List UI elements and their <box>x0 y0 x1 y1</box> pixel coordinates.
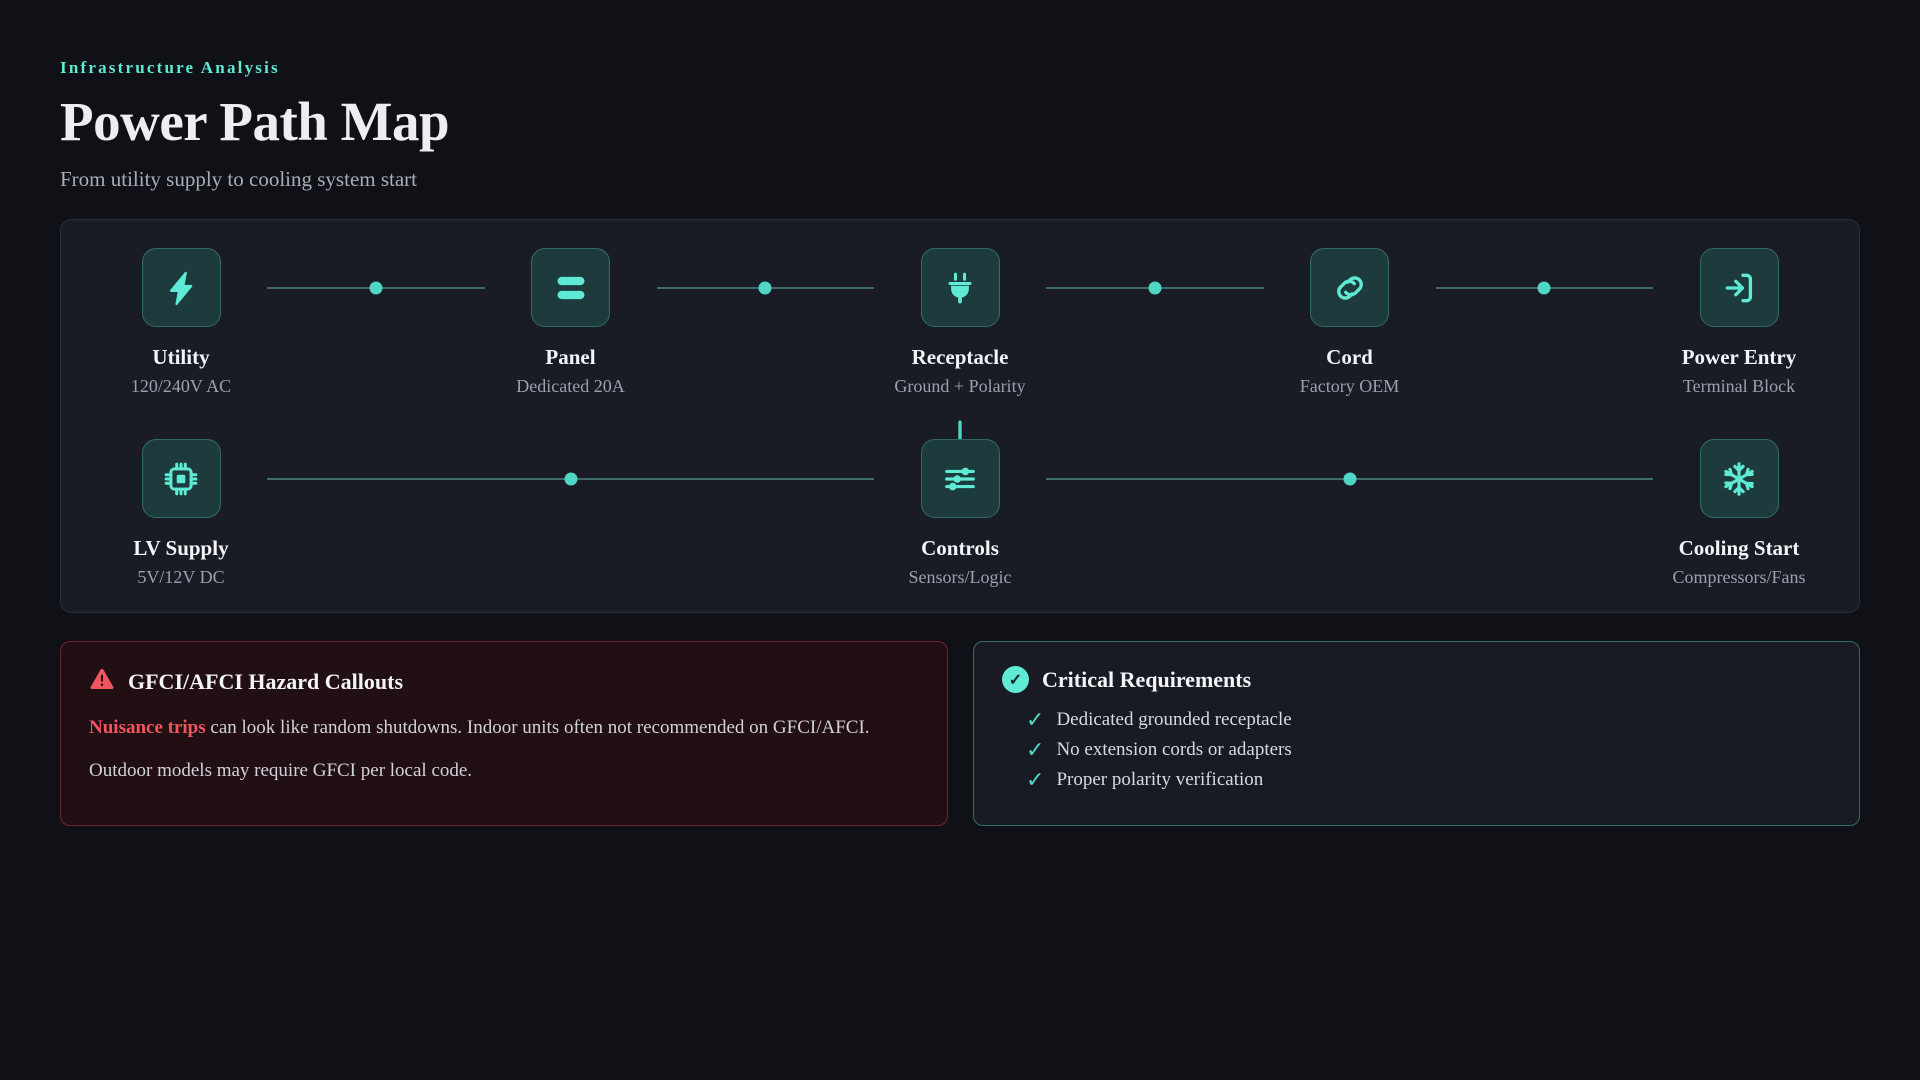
list-item: ✓ Dedicated grounded receptacle <box>1026 709 1831 731</box>
requirements-card-header: ✓ Critical Requirements <box>1002 666 1831 694</box>
link-chain-icon <box>1331 269 1369 307</box>
check-icon: ✓ <box>1026 707 1045 733</box>
page-header: Infrastructure Analysis Power Path Map F… <box>60 58 1860 192</box>
hazard-line-1: Nuisance trips can look like random shut… <box>89 713 919 742</box>
sliders-icon <box>941 460 979 498</box>
node-label: LV Supply <box>133 536 229 561</box>
connector-dot <box>1537 281 1551 295</box>
server-rack-icon <box>552 269 590 307</box>
flow-node-cooling-start[interactable]: Cooling Start Compressors/Fans <box>1653 439 1825 588</box>
flow-node-utility[interactable]: Utility 120/240V AC <box>95 248 267 397</box>
node-sublabel: Terminal Block <box>1682 376 1796 397</box>
requirement-text: No extension cords or adapters <box>1056 739 1292 761</box>
requirements-card-title: Critical Requirements <box>1042 666 1252 692</box>
lv-supply-tile <box>141 439 221 519</box>
connector-lv-supply-controls <box>267 439 874 518</box>
connector-receptacle-cord <box>1046 248 1264 327</box>
panel-tile <box>531 248 610 328</box>
flow-node-panel[interactable]: Panel Dedicated 20A <box>485 248 657 397</box>
hazard-callouts-card: GFCI/AFCI Hazard Callouts Nuisance trips… <box>60 641 948 827</box>
node-label: Cord <box>1326 345 1373 370</box>
flow-node-power-entry[interactable]: Power Entry Terminal Block <box>1653 248 1825 397</box>
node-sublabel: 5V/12V DC <box>137 567 225 588</box>
flow-node-controls[interactable]: Controls Sensors/Logic <box>874 439 1046 588</box>
check-icon: ✓ <box>1026 767 1045 793</box>
log-in-arrow-icon <box>1720 269 1758 307</box>
flow-row-upstream: Utility 120/240V AC <box>95 248 1825 455</box>
cpu-chip-icon <box>162 460 200 498</box>
receptacle-tile <box>920 248 1000 328</box>
page-title: Power Path Map <box>60 91 450 152</box>
power-entry-tile <box>1699 248 1779 328</box>
requirements-list: ✓ Dedicated grounded receptacle ✓ No ext… <box>1002 709 1831 791</box>
node-sublabel: Dedicated 20A <box>516 376 625 397</box>
node-label: Power Entry <box>1681 345 1797 370</box>
connector-dot <box>564 472 577 486</box>
flow-node-cord[interactable]: Cord Factory OEM <box>1264 248 1436 397</box>
hazard-line-2: Outdoor models may require GFCI per loca… <box>89 759 473 781</box>
snowflake-icon <box>1720 460 1758 498</box>
hazard-card-header: GFCI/AFCI Hazard Callouts <box>89 666 919 697</box>
plug-icon <box>941 269 979 307</box>
bottom-cards: GFCI/AFCI Hazard Callouts Nuisance trips… <box>60 641 1860 827</box>
hazard-line-1-rest: can look like random shutdowns. Indoor u… <box>205 717 870 739</box>
requirement-text: Proper polarity verification <box>1056 769 1264 791</box>
connector-dot <box>1148 281 1162 295</box>
node-label: Utility <box>152 345 210 370</box>
flow-row-downstream: LV Supply 5V/12V DC <box>95 439 1825 588</box>
list-item: ✓ No extension cords or adapters <box>1026 739 1831 761</box>
warning-triangle-icon <box>89 666 115 697</box>
node-label: Panel <box>545 345 596 370</box>
list-item: ✓ Proper polarity verification <box>1026 769 1831 791</box>
check-icon: ✓ <box>1026 737 1045 763</box>
connector-controls-cooling-start <box>1046 439 1653 518</box>
node-label: Cooling Start <box>1678 536 1800 561</box>
requirement-text: Dedicated grounded receptacle <box>1056 709 1292 731</box>
node-sublabel: Sensors/Logic <box>908 567 1012 588</box>
node-label: Receptacle <box>911 345 1009 370</box>
controls-tile <box>920 439 1000 519</box>
power-flow-panel: Utility 120/240V AC <box>60 219 1860 614</box>
node-sublabel: Factory OEM <box>1299 376 1400 397</box>
hazard-card-title: GFCI/AFCI Hazard Callouts <box>128 668 403 694</box>
critical-requirements-card: ✓ Critical Requirements ✓ Dedicated grou… <box>973 641 1860 827</box>
page-subtitle: From utility supply to cooling system st… <box>60 167 417 192</box>
node-sublabel: Compressors/Fans <box>1672 567 1806 588</box>
node-sublabel: Ground + Polarity <box>894 376 1026 397</box>
hazard-highlight: Nuisance trips <box>89 717 206 739</box>
connector-panel-receptacle <box>656 248 874 327</box>
cord-tile <box>1310 248 1389 328</box>
flow-node-lv-supply[interactable]: LV Supply 5V/12V DC <box>95 439 267 588</box>
node-sublabel: 120/240V AC <box>130 376 232 397</box>
connector-dot <box>1343 472 1356 486</box>
lightning-bolt-icon <box>162 269 200 307</box>
connector-dot <box>369 281 383 295</box>
connector-utility-panel <box>267 248 485 327</box>
connector-dot <box>758 281 772 295</box>
flow-node-receptacle[interactable]: Receptacle Ground + Polarity <box>874 248 1046 397</box>
cooling-start-tile <box>1699 439 1779 519</box>
utility-tile <box>141 248 221 328</box>
eyebrow-label: Infrastructure Analysis <box>60 58 280 77</box>
node-label: Controls <box>921 536 999 561</box>
check-circle-icon: ✓ <box>1002 666 1029 694</box>
connector-cord-power-entry <box>1435 248 1653 327</box>
